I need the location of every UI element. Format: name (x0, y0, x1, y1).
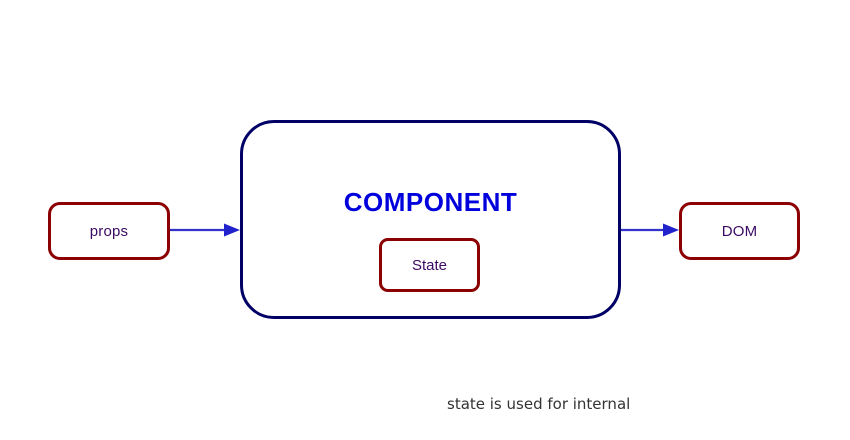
props-node-label: props (89, 222, 129, 240)
state-node[interactable]: State (379, 238, 480, 292)
dom-node[interactable]: DOM (679, 202, 800, 260)
arrowhead-icon (663, 223, 679, 237)
arrow-props-to-component (170, 223, 240, 237)
caption: state is used for internal communication… (447, 352, 718, 440)
component-title: COMPONENT (343, 187, 518, 217)
props-node[interactable]: props (48, 202, 170, 260)
dom-node-label: DOM (721, 222, 758, 240)
state-node-label: State (411, 256, 448, 274)
caption-line-1: state is used for internal (447, 395, 631, 413)
component-container[interactable]: COMPONENT (240, 120, 621, 319)
arrowhead-icon (224, 223, 240, 237)
arrow-component-to-dom (621, 223, 679, 237)
